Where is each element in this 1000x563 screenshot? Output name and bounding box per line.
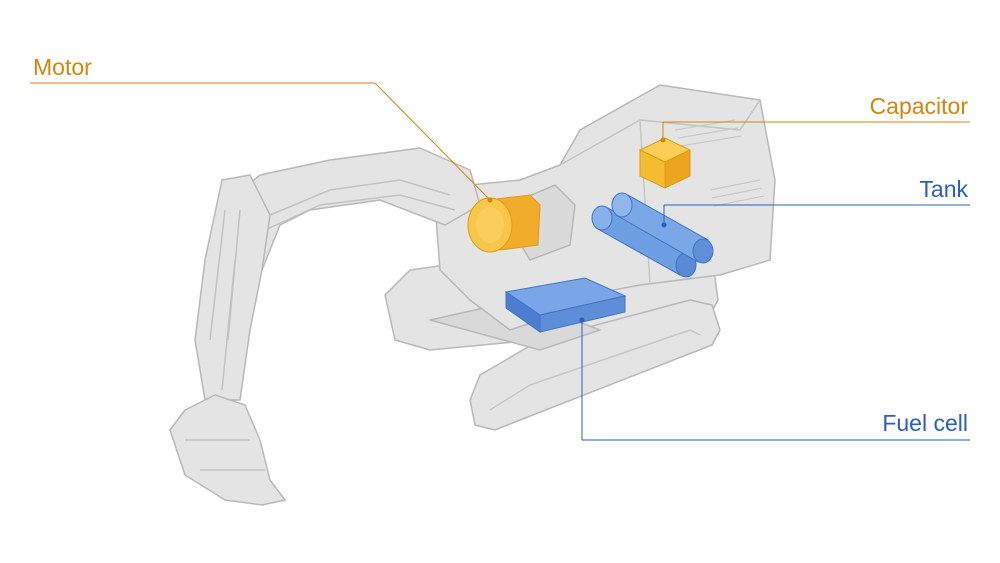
- tank-label: Tank: [919, 176, 968, 202]
- tank-component: [591, 192, 714, 278]
- capacitor-leader: [660, 121, 970, 143]
- fuel-cell-leader: [579, 317, 970, 441]
- fuel-cell-label: Fuel cell: [882, 410, 968, 436]
- capacitor-component: [638, 137, 692, 189]
- tank-leader: [661, 204, 970, 228]
- fuel-cell-component: [504, 277, 627, 333]
- motor-label: Motor: [33, 54, 92, 80]
- motor-component: [467, 194, 541, 253]
- bucket: [169, 394, 286, 506]
- capacitor-label: Capacitor: [869, 93, 968, 119]
- front-track: [469, 299, 721, 431]
- motor-leader: [30, 82, 493, 203]
